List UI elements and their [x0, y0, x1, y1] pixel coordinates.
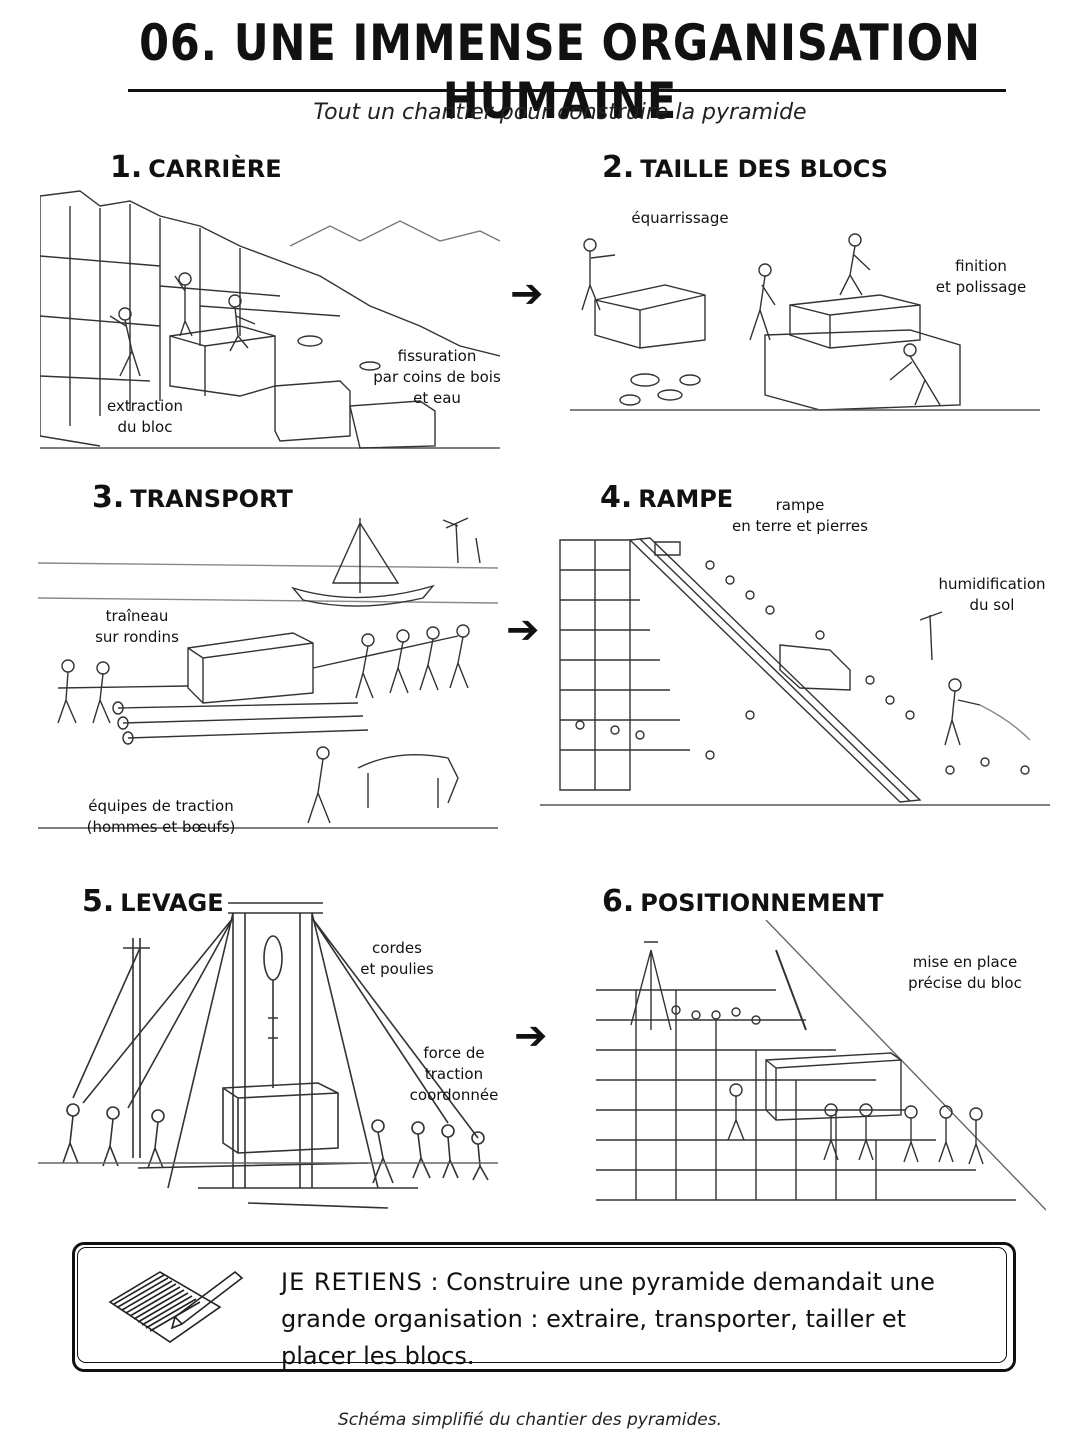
annotation-cordes: cordes et poulies	[352, 938, 442, 980]
flow-arrow-1: ➔	[510, 271, 544, 317]
annotation-equarrissage-text: équarrissage	[631, 209, 729, 227]
notebook-pencil-icon	[100, 1262, 250, 1352]
step-3-label: TRANSPORT	[130, 485, 293, 513]
step-1-label: CARRIÈRE	[148, 155, 282, 183]
annotation-traineau: traîneau sur rondins	[92, 606, 182, 648]
step-1-number: 1.	[110, 150, 143, 185]
annotation-humidification-text: humidification du sol	[938, 575, 1046, 614]
title-underline	[128, 89, 1006, 92]
je-retiens-body: : Construire une pyramide demandait une …	[281, 1268, 935, 1370]
step-3-heading: 3.TRANSPORT	[92, 480, 293, 515]
quarry-illustration	[40, 186, 500, 464]
step-3-number: 3.	[92, 480, 125, 515]
step-6-label: POSITIONNEMENT	[640, 889, 884, 917]
step-6-heading: 6.POSITIONNEMENT	[602, 884, 884, 919]
je-retiens-text: JE RETIENS : Construire une pyramide dem…	[281, 1264, 981, 1375]
annotation-force-text: force de traction coordonnée	[409, 1044, 499, 1104]
transport-illustration	[38, 508, 498, 840]
flow-arrow-2: ➔	[506, 607, 540, 653]
annotation-force: force de traction coordonnée	[408, 1043, 500, 1106]
step-6-number: 6.	[602, 884, 635, 919]
step-4-heading: 4.RAMPE	[600, 480, 733, 515]
positioning-illustration	[576, 920, 1046, 1220]
step-1-heading: 1.CARRIÈRE	[110, 150, 282, 185]
je-retiens-inner-border	[77, 1247, 1007, 1363]
step-5-label: LEVAGE	[120, 889, 224, 917]
ramp-illustration	[540, 530, 1050, 820]
annotation-extraction-text: extraction du bloc	[106, 397, 184, 436]
figure-caption: Schéma simplifié du chantier des pyramid…	[337, 1410, 723, 1430]
step-2-heading: 2.TAILLE DES BLOCS	[602, 150, 888, 185]
annotation-finition: finition et polissage	[926, 256, 1036, 298]
annotation-equarrissage: équarrissage	[620, 208, 740, 229]
annotation-finition-text: finition et polissage	[935, 257, 1027, 296]
page-subtitle: Tout un chantier pour construire la pyra…	[313, 100, 807, 125]
block-cutting-illustration	[570, 230, 1040, 440]
annotation-mise-en-place-text: mise en place précise du bloc	[908, 953, 1022, 992]
annotation-traineau-text: traîneau sur rondins	[95, 607, 179, 646]
annotation-rampe: rampe en terre et pierres	[730, 495, 870, 537]
annotation-traction: équipes de traction (hommes et bœufs)	[86, 796, 236, 838]
annotation-extraction: extraction du bloc	[95, 396, 195, 438]
je-retiens-box	[72, 1242, 1016, 1372]
je-retiens-keyword: JE RETIENS	[281, 1268, 423, 1296]
flow-arrow-3: ➔	[514, 1013, 548, 1059]
annotation-humidification: humidification du sol	[932, 574, 1052, 616]
annotation-traction-text: équipes de traction (hommes et bœufs)	[86, 797, 236, 836]
page-title: 06. UNE IMMENSE ORGANISATION HUMAINE	[139, 14, 981, 130]
step-2-number: 2.	[602, 150, 635, 185]
annotation-fissuration: fissuration par coins de bois et eau	[372, 346, 502, 409]
step-5-number: 5.	[82, 884, 115, 919]
annotation-rampe-text: rampe en terre et pierres	[732, 496, 868, 535]
lifting-illustration	[38, 888, 498, 1220]
annotation-mise-en-place: mise en place précise du bloc	[900, 952, 1030, 994]
step-4-number: 4.	[600, 480, 633, 515]
step-5-heading: 5.LEVAGE	[82, 884, 224, 919]
annotation-fissuration-text: fissuration par coins de bois et eau	[373, 347, 501, 407]
step-4-label: RAMPE	[638, 485, 734, 513]
annotation-cordes-text: cordes et poulies	[360, 939, 434, 978]
step-2-label: TAILLE DES BLOCS	[640, 155, 889, 183]
